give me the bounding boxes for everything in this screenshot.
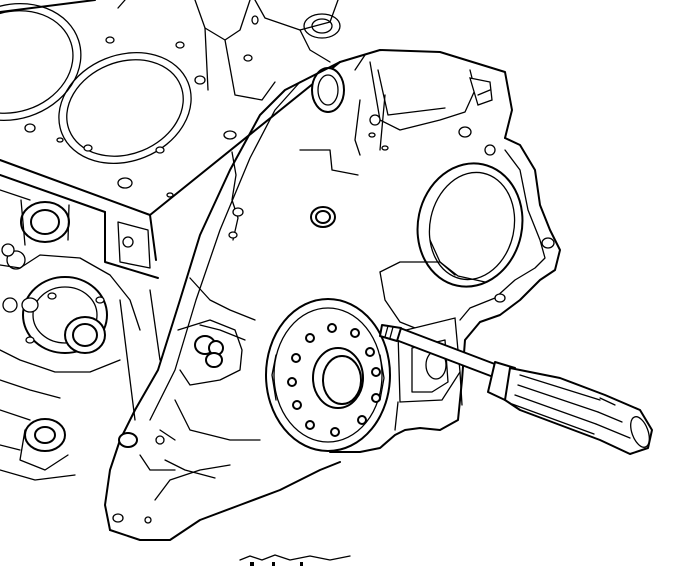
cylinder-bore: [58, 51, 192, 165]
cylinder-bore: [0, 2, 82, 122]
cylinder-deck: [0, 0, 341, 261]
front-cover-face: [104, 61, 561, 541]
camshaft-bore-opening: [416, 162, 555, 303]
crankshaft-sprocket: [265, 298, 391, 452]
screwdriver-tool: [379, 324, 653, 455]
right-bank-front: [311, 49, 513, 156]
left-bank-side: [0, 189, 161, 481]
front-bosses: [155, 319, 261, 479]
deck-bolt-holes: [24, 15, 259, 198]
bottom-edge: [239, 554, 351, 566]
sprocket-bolt-holes: [287, 323, 381, 437]
